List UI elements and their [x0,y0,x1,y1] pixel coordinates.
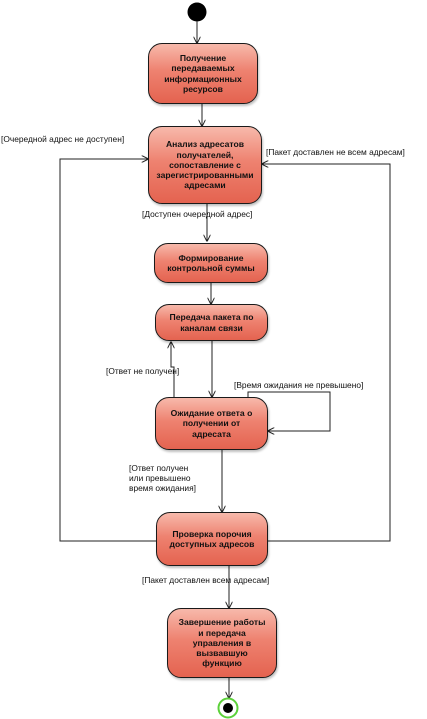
action-transmit-packet: Передача пакета по каналам связи [155,304,268,341]
guard-delivered-all: [Пакет доставлен всем адресам] [142,575,270,585]
edge-wait-self [247,391,331,431]
initial-node [187,2,207,22]
action-wait-response: Ожидание ответа о получении от адресата [155,397,268,450]
action-receive-label: Получение передаваемых информационных ре… [164,53,242,94]
action-checksum-label: Формирование контрольной суммы [167,252,255,273]
edge-check-analyze-left [59,159,156,542]
edge-wait-transmit [171,342,175,397]
action-analyze-label: Анализ адресатов получателей, сопоставле… [156,139,254,191]
action-check-addresses: Проверка порочия доступных адресов [156,512,268,566]
guard-not-delivered-all: [Пакет доставлен не всем адресам] [266,147,405,157]
action-transmit-label: Передача пакета по каналам связи [169,312,254,333]
action-check-label: Проверка порочия доступных адресов [169,528,255,549]
action-wait-label: Ожидание ответа о получении от адресата [170,408,253,439]
guard-timeout-not-exceeded: [Время ожидания не превышено] [234,380,364,390]
action-checksum: Формирование контрольной суммы [154,243,268,283]
guard-next-not-available: [Очередной адрес не доступен] [1,134,125,144]
action-receive-resources: Получение передаваемых информационных ре… [148,43,258,104]
guard-no-response: [Ответ не получен] [106,366,180,376]
final-node [217,697,239,719]
action-finish-label: Завершение работы и передача управления … [178,617,266,669]
guard-next-available: [Доступен очередной адрес] [142,209,253,219]
action-finish: Завершение работы и передача управления … [167,608,277,678]
action-analyze-recipients: Анализ адресатов получателей, сопоставле… [148,126,262,204]
edge-check-analyze-right [262,164,391,542]
guard-response-or-timeout: [Ответ получен или превышено время ожида… [129,463,196,494]
